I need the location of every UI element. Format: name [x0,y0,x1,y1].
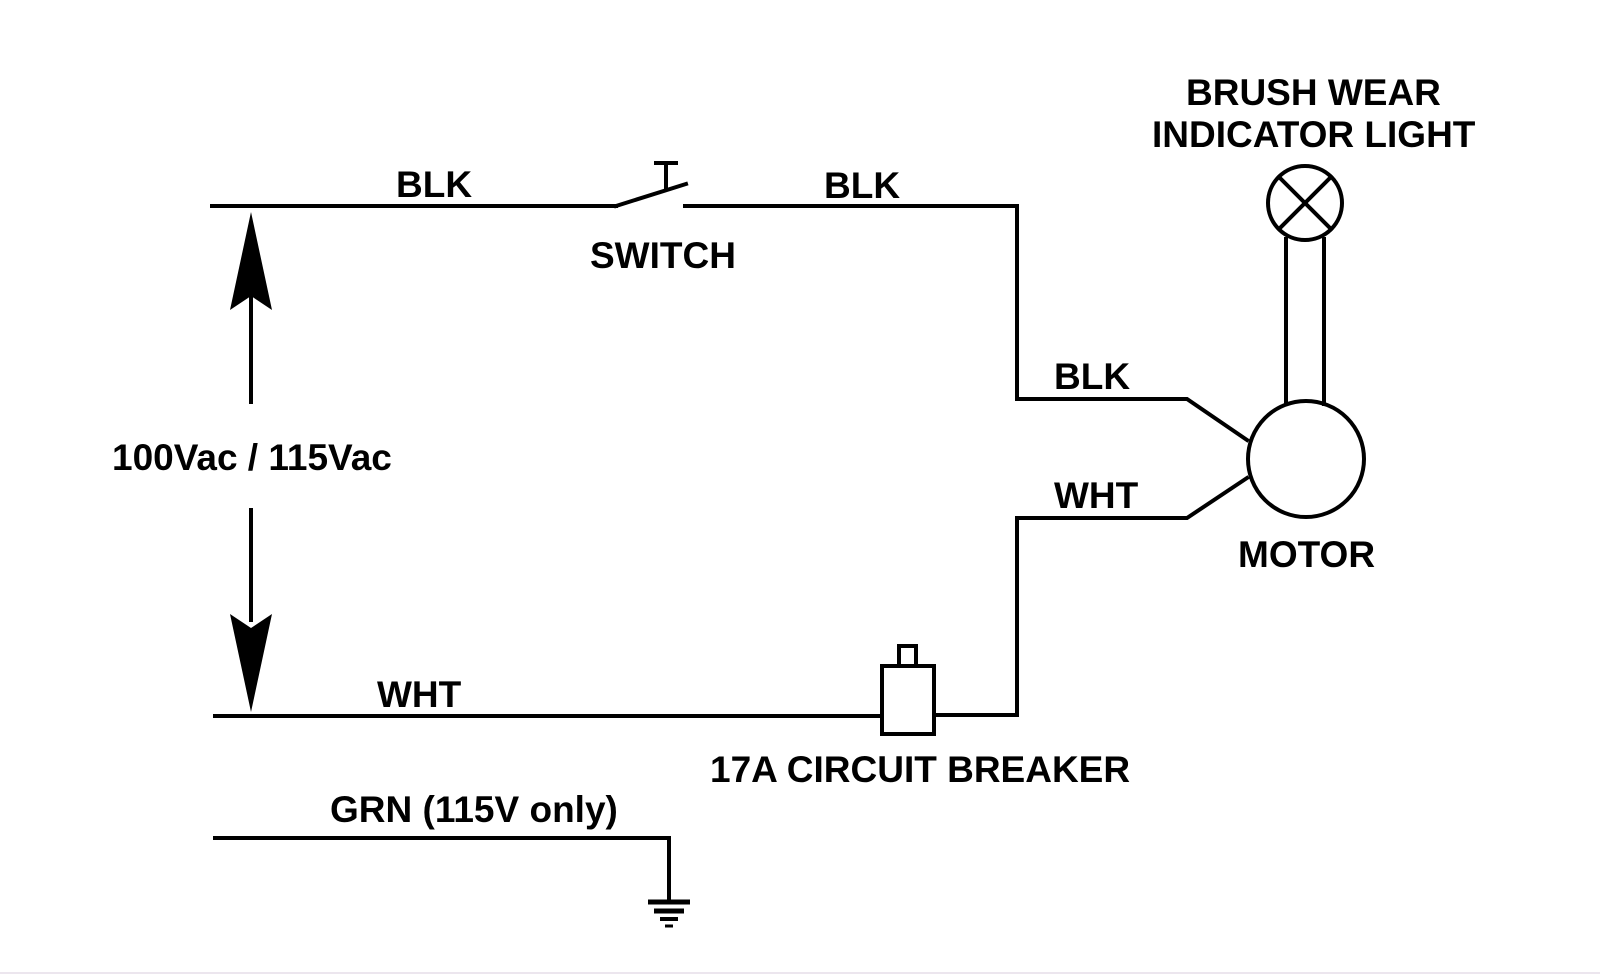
indicator-lamp-symbol [1266,164,1344,242]
voltage-arrow-down [230,508,272,712]
wire-blk-to-motor [683,204,1250,443]
switch-symbol [613,161,689,209]
wire-label-wht-motor: WHT [1054,475,1139,516]
lamp-label-line2: INDICATOR LIGHT [1152,114,1476,155]
wire-label-blk-motor: BLK [1054,356,1130,397]
breaker-label: 17A CIRCUIT BREAKER [710,749,1130,790]
ground-wire-label: GRN (115V only) [330,789,618,830]
ground-symbol [213,836,690,928]
voltage-arrow-up [230,212,272,404]
wire-label-blk-top-left: BLK [396,164,472,205]
switch-label: SWITCH [590,235,736,276]
circuit-breaker-symbol [880,644,936,736]
motor-label: MOTOR [1238,534,1375,575]
wire-label-blk-top-right: BLK [824,165,900,206]
lamp-label-line1: BRUSH WEAR [1186,72,1441,113]
bottom-border [0,972,1600,974]
supply-voltage-label: 100Vac / 115Vac [112,437,392,478]
motor-symbol [1246,399,1366,519]
wire-wht-to-motor [934,475,1250,717]
wire-label-wht-bottom: WHT [377,674,462,715]
